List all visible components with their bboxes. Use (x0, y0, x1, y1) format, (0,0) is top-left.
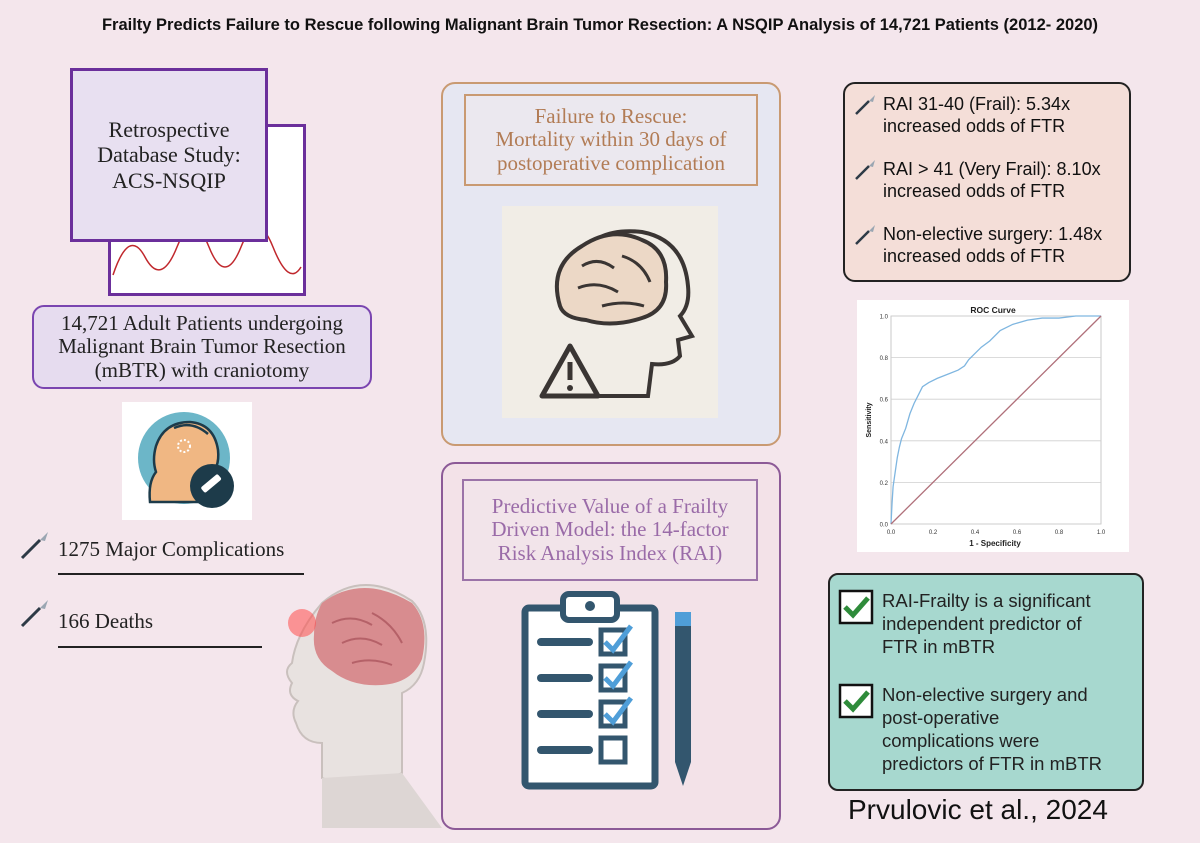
page-title: Frailty Predicts Failure to Rescue follo… (101, 16, 1099, 34)
rai-line-1: Predictive Value of a Frailty (491, 493, 729, 518)
conclusion-line: predictors of FTR in mBTR (882, 753, 1102, 775)
conclusion-line: Non-elective surgery and (882, 684, 1088, 705)
roc-chart-svg: ROC Curve 0.0 0.2 0.4 0.6 0.8 1.0 0.0 0.2 0.4 0.6… (866, 305, 1106, 548)
rai-line-2: Driven Model: the 14-factor (491, 517, 729, 542)
conclusion-line: RAI-Frailty is a significant (882, 590, 1091, 611)
x-tick-label: 0.6 (1013, 530, 1022, 536)
brain-warning-icon (502, 206, 718, 418)
scalpel-icon (20, 532, 48, 560)
odds-line-2: increased odds of FTR (883, 246, 1066, 267)
divider (58, 646, 262, 648)
complications-stat: 1275 Major Complications (58, 537, 285, 561)
scalpel-icon (855, 225, 875, 245)
patients-line-2: Malignant Brain Tumor Resection (58, 334, 346, 359)
ftr-definition-box: Failure to Rescue: Mortality within 30 d… (464, 94, 758, 186)
y-tick-label: 0.8 (880, 356, 889, 362)
odds-line-2: increased odds of FTR (883, 181, 1066, 202)
odds-line-1: Non-elective surgery: 1.48x (883, 224, 1103, 244)
scalpel-icon (855, 160, 875, 180)
roc-curve-line (890, 315, 1101, 525)
conclusion-line: independent predictor of (882, 613, 1082, 635)
checkbox-checked-icon (838, 589, 874, 625)
x-tick-label: 0.8 (1055, 530, 1064, 536)
y-tick-label: 0.4 (880, 439, 889, 445)
ftr-line-2: Mortality within 30 days of (495, 127, 727, 152)
reference-diagonal-line (890, 315, 1102, 525)
roc-chart: ROC Curve 0.0 0.2 0.4 0.6 0.8 1.0 0.0 0.2 0.4 0.6… (857, 300, 1129, 552)
x-tick-label: 1.0 (1097, 530, 1106, 536)
divider (58, 573, 304, 575)
y-tick-label: 0.0 (880, 523, 889, 529)
head-brain-illustration (286, 584, 442, 828)
y-tick-label: 1.0 (880, 315, 889, 321)
x-tick-label: 0.0 (887, 530, 896, 536)
waveform-icon (112, 226, 302, 276)
study-design-card: Retrospective Database Study: ACS-NSQIP (70, 68, 268, 242)
x-tick-label: 0.2 (929, 530, 938, 536)
odds-line-1: RAI > 41 (Very Frail): 8.10x (883, 159, 1101, 179)
odds-line-1: RAI 31-40 (Frail): 5.34x (883, 94, 1071, 114)
study-line-3: ACS-NSQIP (112, 167, 226, 193)
conclusion-line: post-operative (882, 707, 1000, 729)
scalpel-icon (855, 95, 875, 115)
checklist-clipboard-icon (521, 591, 691, 790)
patients-box: 14,721 Adult Patients undergoing Maligna… (32, 305, 372, 389)
ftr-line-3: postoperative complication (496, 150, 726, 175)
conclusion-line: FTR in mBTR (882, 636, 996, 658)
y-tick-label: 0.2 (880, 481, 889, 487)
odds-line-2: increased odds of FTR (883, 116, 1066, 137)
citation: Prvulovic et al., 2024 (848, 794, 1108, 825)
patients-line-3: (mBTR) with craniotomy (94, 357, 310, 382)
rai-definition-box: Predictive Value of a Frailty Driven Mod… (462, 479, 758, 581)
chart-title: ROC Curve (970, 305, 1016, 315)
patients-line-1: 14,721 Adult Patients undergoing (61, 311, 343, 336)
x-axis-label: 1 - Specificity (969, 539, 1021, 548)
y-tick-label: 0.6 (880, 398, 889, 404)
x-tick-label: 0.4 (971, 530, 980, 536)
ftr-line-1: Failure to Rescue: (534, 103, 688, 128)
patient-surgery-icon (122, 402, 252, 520)
deaths-stat: 166 Deaths (58, 609, 154, 633)
scalpel-icon (20, 600, 48, 628)
conclusion-line: complications were (882, 730, 1040, 752)
rai-line-3: Risk Analysis Index (RAI) (497, 540, 723, 565)
study-line-2: Database Study: (97, 142, 241, 168)
checkbox-checked-icon (838, 683, 874, 719)
y-axis-label: Sensitivity (866, 402, 873, 437)
study-line-1: Retrospective (108, 117, 230, 143)
